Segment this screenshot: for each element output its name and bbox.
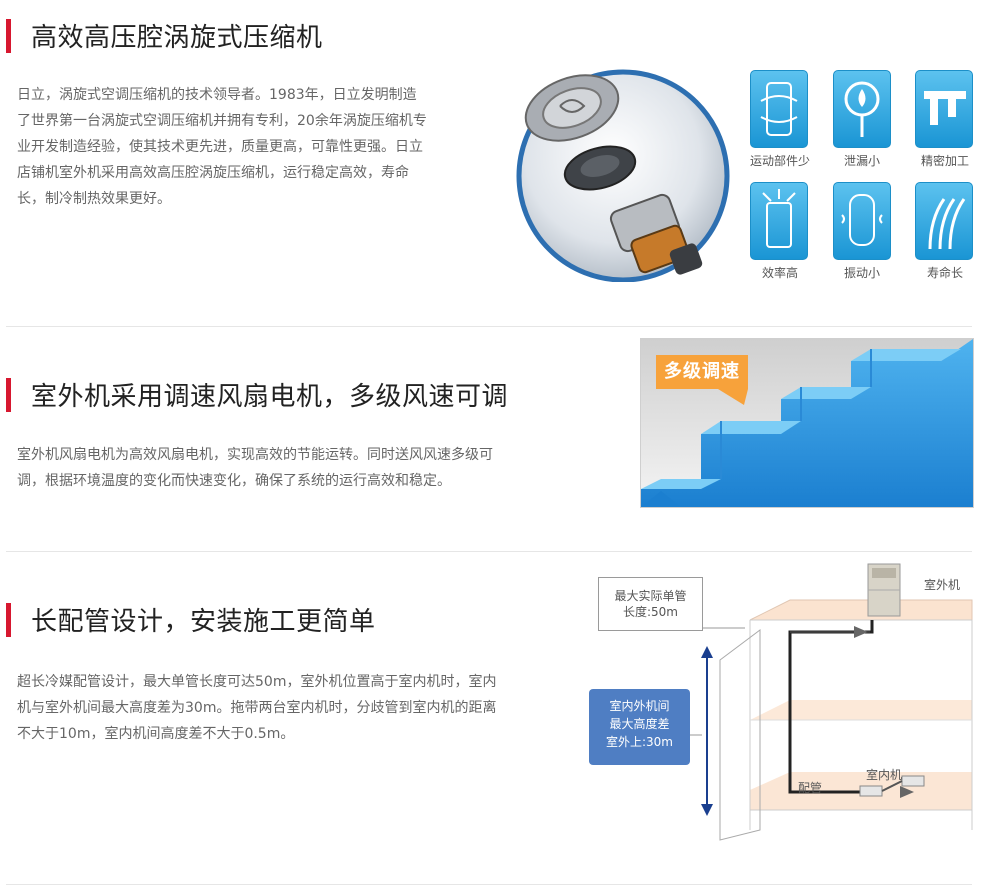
feature-label: 寿命长 [926, 266, 963, 280]
indoor-unit-label: 室内机 [866, 768, 903, 782]
title-accent-bar [6, 602, 11, 637]
height-difference-box: 室内外机间 最大高度差 室外上:30m [589, 689, 690, 765]
desc-line: 调，根据环境温度的变化而快速变化，确保了系统的运行高效和稳定。 [17, 473, 451, 489]
title-accent-bar [6, 377, 11, 412]
tag-pointer-icon [718, 389, 748, 405]
section-divider [6, 551, 972, 552]
feature-label: 精密加工 [920, 154, 969, 168]
height-diff-line: 室外上:30m [605, 735, 673, 749]
title-accent-bar [6, 18, 11, 53]
desc-line: 长，制冷制热效果更好。 [17, 191, 171, 207]
max-pipe-line: 长度:50m [622, 605, 678, 619]
multi-speed-tag: 多级调速 [656, 355, 748, 389]
outdoor-unit-label: 室外机 [924, 578, 961, 592]
desc-line: 室外机风扇电机为高效风扇电机，实现高效的节能运转。同时送风风速多级可 [17, 447, 493, 463]
section3-heading: 长配管设计，安装施工更简单 [6, 601, 376, 638]
desc-line: 机与室外机间最大高度差为30m。拖带两台室内机时，分歧管到室内机的距离 [17, 700, 497, 716]
rotating-parts-icon [750, 70, 808, 152]
section1-heading: 高效高压腔涡旋式压缩机 [6, 17, 323, 54]
compressor-image [516, 69, 730, 282]
section3-title: 长配管设计，安装施工更简单 [31, 607, 376, 637]
piping-diagram [690, 563, 973, 841]
feature-label: 效率高 [761, 266, 798, 280]
vibration-icon [833, 182, 891, 264]
height-diff-line: 室内外机间 [609, 699, 670, 713]
height-diff-line: 最大高度差 [609, 717, 670, 731]
feature-label: 泄漏小 [843, 154, 880, 168]
section2-heading: 室外机采用调速风扇电机，多级风速可调 [6, 376, 508, 413]
section-divider [6, 326, 972, 327]
desc-line: 日立，涡旋式空调压缩机的技术领导者。1983年，日立发明制造 [17, 87, 417, 103]
section1-description: 日立，涡旋式空调压缩机的技术领导者。1983年，日立发明制造 了世界第一台涡旋式… [17, 82, 427, 212]
desc-line: 不大于10m，室内机间高度差不大于0.5m。 [17, 726, 295, 742]
feature-label: 振动小 [843, 266, 880, 280]
desc-line: 超长冷媒配管设计，最大单管长度可达50m，室外机位置高于室内机时，室内 [17, 674, 497, 690]
caliper-icon [915, 70, 973, 152]
section-divider [6, 884, 972, 885]
feature-label: 运动部件少 [749, 154, 810, 168]
desc-line: 业开发制造经验，使其技术更先进，质量更高，可靠性更强。日立 [17, 139, 423, 155]
desc-line: 了世界第一台涡旋式空调压缩机并拥有专利，20余年涡旋压缩机专 [17, 113, 427, 129]
efficiency-icon [750, 182, 808, 264]
section2-description: 室外机风扇电机为高效风扇电机，实现高效的节能运转。同时送风风速多级可 调，根据环… [17, 442, 493, 494]
water-drop-icon [833, 70, 891, 152]
piping-label: 配管 [798, 781, 823, 795]
desc-line: 店铺机室外机采用高效高压腔涡旋压缩机，运行稳定高效，寿命 [17, 165, 409, 181]
max-pipe-length-box: 最大实际单管 长度:50m [598, 577, 703, 631]
section1-title: 高效高压腔涡旋式压缩机 [31, 23, 323, 53]
long-life-icon [915, 182, 973, 264]
max-pipe-line: 最大实际单管 [614, 589, 687, 603]
section2-title: 室外机采用调速风扇电机，多级风速可调 [31, 382, 509, 412]
section3-description: 超长冷媒配管设计，最大单管长度可达50m，室外机位置高于室内机时，室内 机与室外… [17, 669, 496, 747]
